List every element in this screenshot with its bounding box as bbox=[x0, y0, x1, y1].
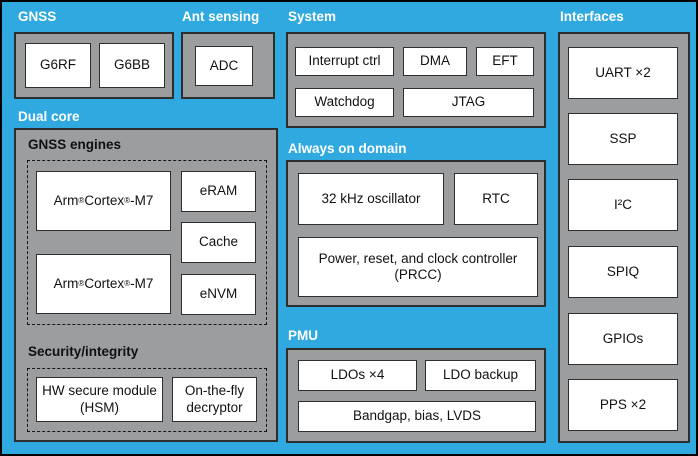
block-spiq: SPIQ bbox=[568, 246, 678, 298]
block-32khz-oscillator: 32 kHz oscillator bbox=[298, 173, 444, 225]
section-panel-dual-core: GNSS engines Arm® Cortex®-M7 Arm® Cortex… bbox=[14, 128, 278, 442]
group-label-security-integrity: Security/integrity bbox=[28, 344, 139, 359]
block-envm: eNVM bbox=[181, 274, 256, 315]
block-pps: PPS ×2 bbox=[568, 379, 678, 431]
group-gnss-engines: Arm® Cortex®-M7 Arm® Cortex®-M7 eRAM Cac… bbox=[27, 160, 267, 325]
section-label-system: System bbox=[288, 9, 337, 24]
block-otf-decryptor: On-the-fly decryptor bbox=[172, 377, 257, 422]
block-watchdog: Watchdog bbox=[295, 88, 394, 117]
group-security-integrity: HW secure module (HSM) On-the-fly decryp… bbox=[27, 368, 267, 432]
section-label-always-on: Always on domain bbox=[288, 141, 407, 156]
block-eft: EFT bbox=[476, 47, 534, 76]
block-adc: ADC bbox=[195, 46, 253, 86]
block-dma: DMA bbox=[403, 47, 467, 76]
block-ldo-backup: LDO backup bbox=[425, 360, 536, 391]
block-g6rf: G6RF bbox=[25, 43, 91, 88]
block-gpios: GPIOs bbox=[568, 313, 678, 365]
block-eram: eRAM bbox=[181, 171, 256, 212]
block-ldos: LDOs ×4 bbox=[298, 360, 417, 391]
section-panel-interfaces: UART ×2 SSP I²C SPIQ GPIOs PPS ×2 bbox=[558, 32, 690, 443]
block-prcc: Power, reset, and clock controller (PRCC… bbox=[298, 237, 538, 297]
section-panel-system: Interrupt ctrl DMA EFT Watchdog JTAG bbox=[286, 32, 546, 128]
section-label-interfaces: Interfaces bbox=[560, 9, 624, 24]
block-ssp: SSP bbox=[568, 113, 678, 165]
section-label-dual-core: Dual core bbox=[18, 109, 80, 124]
block-hsm: HW secure module (HSM) bbox=[36, 377, 163, 422]
block-bandgap-bias-lvds: Bandgap, bias, LVDS bbox=[298, 401, 536, 432]
section-label-gnss: GNSS bbox=[18, 9, 57, 24]
section-label-ant-sensing: Ant sensing bbox=[182, 9, 260, 24]
section-label-pmu: PMU bbox=[288, 328, 318, 343]
block-cache: Cache bbox=[181, 222, 256, 263]
block-g6bb: G6BB bbox=[99, 43, 165, 88]
section-panel-pmu: LDOs ×4 LDO backup Bandgap, bias, LVDS bbox=[286, 348, 546, 443]
block-uart: UART ×2 bbox=[568, 47, 678, 99]
block-rtc: RTC bbox=[454, 173, 538, 225]
block-i2c: I²C bbox=[568, 179, 678, 231]
group-label-gnss-engines: GNSS engines bbox=[28, 137, 122, 152]
block-cortex-m7-2: Arm® Cortex®-M7 bbox=[36, 254, 171, 314]
section-panel-gnss: G6RF G6BB bbox=[14, 32, 174, 99]
section-panel-always-on: 32 kHz oscillator RTC Power, reset, and … bbox=[286, 160, 546, 307]
section-panel-ant-sensing: ADC bbox=[181, 32, 275, 99]
block-cortex-m7-1: Arm® Cortex®-M7 bbox=[36, 171, 171, 231]
block-jtag: JTAG bbox=[403, 88, 534, 117]
block-interrupt-ctrl: Interrupt ctrl bbox=[295, 47, 394, 76]
